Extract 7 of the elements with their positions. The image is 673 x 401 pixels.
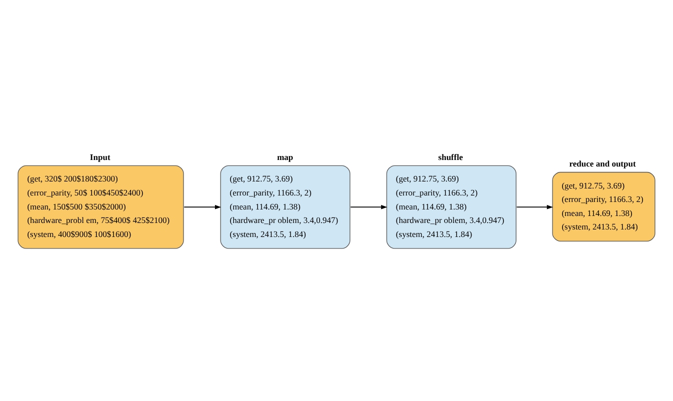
node-label: shuffle — [438, 152, 463, 162]
arrow — [350, 204, 388, 210]
node-label: reduce and output — [569, 158, 636, 169]
arrow — [516, 204, 554, 210]
node-label: map — [277, 152, 294, 162]
arrow — [184, 204, 222, 210]
node-label: Input — [90, 152, 110, 162]
